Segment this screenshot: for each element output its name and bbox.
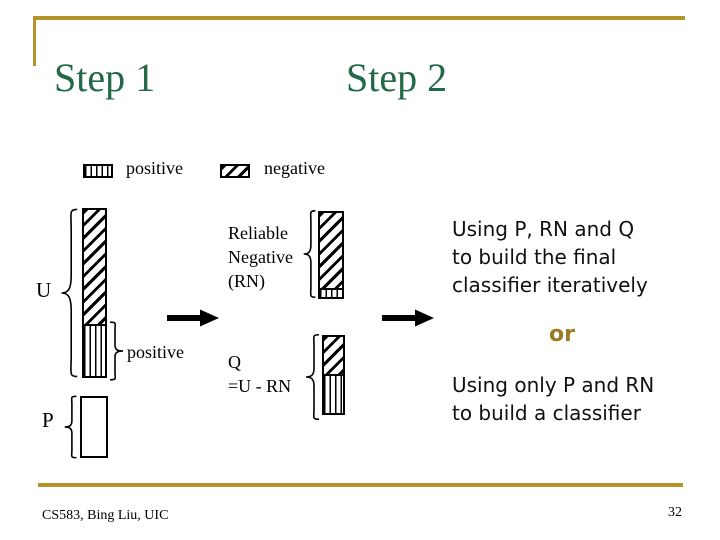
q-bar xyxy=(322,335,345,415)
q-brace xyxy=(303,333,323,421)
reliable-negative-label: Reliable Negative (RN) xyxy=(228,221,293,293)
option2-text: Using only P and RN to build a classifie… xyxy=(452,371,654,427)
q-label: Q =U - RN xyxy=(228,350,291,398)
u-bar xyxy=(82,208,107,378)
footer-accent-line xyxy=(38,483,683,487)
step2-title: Step 2 xyxy=(346,55,448,100)
rn-label-line: (RN) xyxy=(228,271,265,291)
top-accent-corner xyxy=(33,16,36,66)
rn-label-line: Reliable xyxy=(228,223,288,243)
option1-line: to build the final xyxy=(452,245,617,269)
arrow-right-icon xyxy=(382,308,434,328)
footer-course-label: CS583, Bing Liu, UIC xyxy=(42,508,169,523)
p-bar xyxy=(80,396,108,458)
negative-pattern-swatch xyxy=(220,164,250,178)
or-label: or xyxy=(549,322,575,347)
arrow-right-icon xyxy=(167,308,219,328)
u-set-label: U xyxy=(36,278,52,302)
u-positive-label: positive xyxy=(127,342,184,362)
rn-bar-positive-segment xyxy=(320,288,342,297)
rn-label-line: Negative xyxy=(228,247,293,267)
q-label-line: =U - RN xyxy=(228,376,292,396)
q-bar-negative-segment xyxy=(324,337,343,374)
u-brace xyxy=(58,206,82,380)
rn-bar-negative-segment xyxy=(320,213,342,288)
positive-pattern-swatch xyxy=(83,164,113,178)
rn-bar xyxy=(318,211,344,299)
positive-legend-label: positive xyxy=(126,158,183,178)
positive-brace xyxy=(106,321,126,381)
option1-line: classifier iteratively xyxy=(452,273,648,297)
option2-line: Using only P and RN xyxy=(452,373,655,397)
p-set-label: P xyxy=(42,408,54,432)
u-bar-negative-segment xyxy=(84,210,105,324)
option2-line: to build a classifier xyxy=(452,401,641,425)
q-bar-positive-segment xyxy=(324,374,343,413)
top-accent-line xyxy=(33,16,685,20)
negative-legend-label: negative xyxy=(264,158,325,178)
step1-title: Step 1 xyxy=(54,55,156,100)
p-brace xyxy=(62,395,80,459)
option1-text: Using P, RN and Q to build the final cla… xyxy=(452,215,648,299)
footer-page-number: 32 xyxy=(668,505,682,520)
q-label-line: Q xyxy=(228,352,241,372)
rn-brace xyxy=(301,209,319,299)
u-bar-positive-segment xyxy=(84,324,105,376)
option1-line: Using P, RN and Q xyxy=(452,217,635,241)
